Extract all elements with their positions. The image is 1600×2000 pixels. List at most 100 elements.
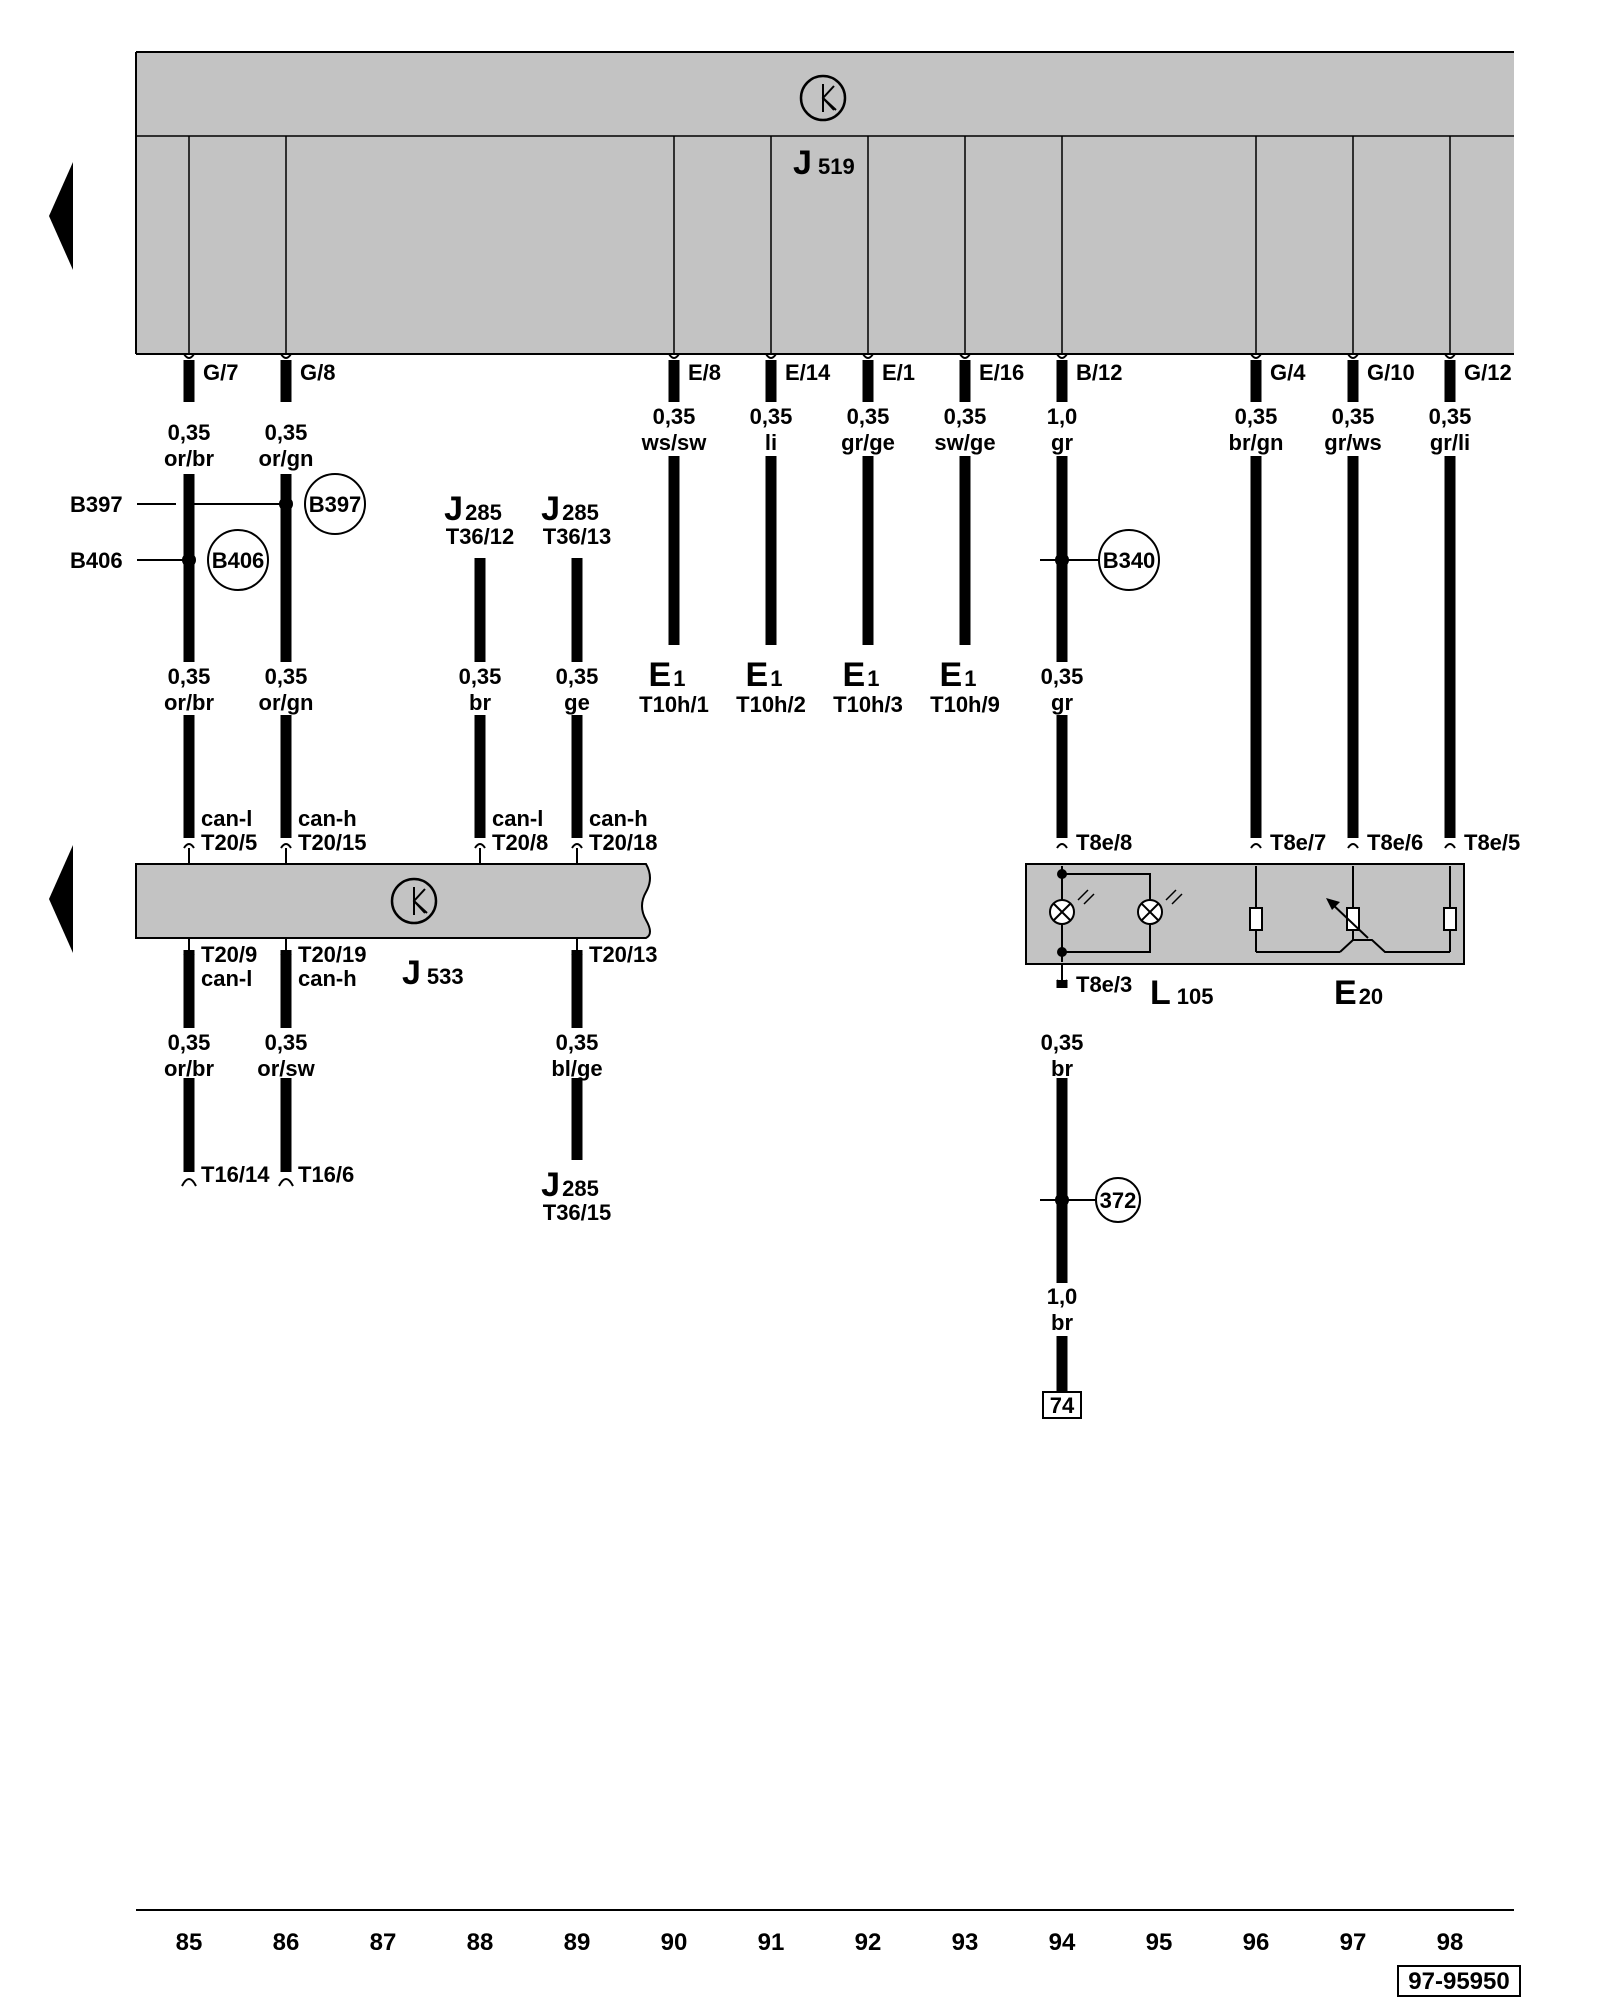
pin-label: G/12 bbox=[1464, 360, 1512, 385]
wire-size: 0,35 bbox=[847, 404, 890, 429]
pin-label: T20/18 bbox=[589, 830, 658, 855]
j519-connector-hooks bbox=[183, 353, 1456, 359]
wire-size: 0,35 bbox=[459, 664, 502, 689]
wire-color: or/br bbox=[164, 446, 215, 471]
column-number: 92 bbox=[855, 1929, 882, 1956]
splice-label-left: B406 bbox=[70, 548, 123, 573]
wire-color: li bbox=[765, 430, 777, 455]
column-number: 94 bbox=[1049, 1929, 1076, 1956]
splice-circle-label: B397 bbox=[309, 492, 362, 517]
pin-label: G/10 bbox=[1367, 360, 1415, 385]
column-number: 86 bbox=[273, 1929, 300, 1956]
pin-label: E/16 bbox=[979, 360, 1024, 385]
t16-pin-labels: T16/14 T16/6 bbox=[201, 1162, 354, 1187]
signal-label: can-l bbox=[201, 806, 252, 831]
wire-size: 0,35 bbox=[653, 404, 696, 429]
j533-top-pins: can-l T20/5 can-h T20/15 can-l T20/8 can… bbox=[201, 806, 658, 855]
pin-label: T20/15 bbox=[298, 830, 367, 855]
column-number: 87 bbox=[370, 1929, 397, 1956]
resistor-icon bbox=[1249, 907, 1263, 931]
pin-label: T20/13 bbox=[589, 942, 658, 967]
t16-connector bbox=[181, 1178, 294, 1187]
signal-label: can-l bbox=[492, 806, 543, 831]
j285-letter: J285 bbox=[541, 1166, 599, 1204]
pin-label: T20/5 bbox=[201, 830, 257, 855]
wire-size: 0,35 bbox=[1041, 1030, 1084, 1055]
column-number: 90 bbox=[661, 1929, 688, 1956]
column-number: 91 bbox=[758, 1929, 785, 1956]
l105-e20-unit bbox=[1025, 863, 1465, 965]
wire-color: or/br bbox=[164, 690, 215, 715]
ground-label: 372 bbox=[1100, 1188, 1137, 1213]
wire-color: br bbox=[1051, 1310, 1073, 1335]
column-number: 96 bbox=[1243, 1929, 1270, 1956]
wire-color: ws/sw bbox=[641, 430, 708, 455]
l105-bottom-connector bbox=[1056, 964, 1068, 988]
column-number: 88 bbox=[467, 1929, 494, 1956]
wire-color: gr/li bbox=[1430, 430, 1470, 455]
splice-b406: B406 B406 bbox=[70, 529, 269, 591]
pin-label: E/8 bbox=[688, 360, 721, 385]
column-number: 97 bbox=[1340, 1929, 1367, 1956]
lamp-icon bbox=[1137, 889, 1183, 925]
wire-specs-top: 0,35 or/br 0,35 or/gn 0,35 ws/sw 0,35 li… bbox=[164, 404, 1471, 471]
wire-color: ge bbox=[564, 690, 590, 715]
j285-pin: T36/15 bbox=[543, 1200, 612, 1225]
wire-size: 0,35 bbox=[556, 664, 599, 689]
j519-label: J bbox=[793, 144, 812, 182]
wire-size: 1,0 bbox=[1047, 404, 1078, 429]
e1-pin: T10h/2 bbox=[736, 692, 806, 717]
wire-size: 0,35 bbox=[265, 420, 308, 445]
continuation-arrow-upper[interactable] bbox=[49, 162, 73, 270]
e1-ref: E1 bbox=[649, 656, 686, 694]
splice-circle-label: B406 bbox=[212, 548, 265, 573]
e1-pin: T10h/9 bbox=[930, 692, 1000, 717]
wire-specs-low: 0,35 or/br 0,35 or/sw 0,35 bl/ge 0,35 br bbox=[164, 1030, 1083, 1081]
j285-pin: T36/12 bbox=[446, 524, 515, 549]
pin-label: T16/14 bbox=[201, 1162, 270, 1187]
electronic-module-icon bbox=[799, 74, 847, 122]
document-id: 97-95950 bbox=[1408, 1968, 1509, 1995]
signal-label: can-h bbox=[589, 806, 648, 831]
wire-color: br bbox=[1051, 1056, 1073, 1081]
wire-color: br/gn bbox=[1229, 430, 1284, 455]
wire-size: 0,35 bbox=[944, 404, 987, 429]
e1-refs: E1 T10h/1 E1 T10h/2 E1 T10h/3 E1 T10h/9 bbox=[639, 656, 1000, 717]
resistor-icon bbox=[1443, 907, 1457, 931]
column-number: 95 bbox=[1146, 1929, 1173, 1956]
wire-color: gr/ge bbox=[841, 430, 895, 455]
lamp-icon bbox=[1049, 889, 1095, 925]
e1-ref: E1 bbox=[746, 656, 783, 694]
pin-label: T20/19 bbox=[298, 942, 367, 967]
wire-color: or/gn bbox=[259, 446, 314, 471]
e1-ref: E1 bbox=[843, 656, 880, 694]
column-number: 89 bbox=[564, 1929, 591, 1956]
wire-size: 1,0 bbox=[1047, 1284, 1078, 1309]
wire-size: 0,35 bbox=[1235, 404, 1278, 429]
ground-ref-label: 74 bbox=[1050, 1393, 1075, 1418]
pin-label: T8e/6 bbox=[1367, 830, 1423, 855]
pin-label: T8e/7 bbox=[1270, 830, 1326, 855]
connector-caps-top bbox=[183, 843, 1456, 864]
wire-color: or/br bbox=[164, 1056, 215, 1081]
pin-label: T20/8 bbox=[492, 830, 548, 855]
t8e-pin-labels: T8e/8 T8e/7 T8e/6 T8e/5 T8e/3 bbox=[1076, 830, 1520, 997]
continuation-arrow-lower[interactable] bbox=[49, 845, 73, 953]
pin-label: T20/9 bbox=[201, 942, 257, 967]
j519-label-number: 519 bbox=[818, 154, 855, 179]
signal-label: can-h bbox=[298, 806, 357, 831]
j285-letter: J285 bbox=[541, 490, 599, 528]
e1-pin: T10h/1 bbox=[639, 692, 709, 717]
wire-color: gr bbox=[1051, 430, 1073, 455]
pin-label: T16/6 bbox=[298, 1162, 354, 1187]
j519-pin-labels: G/7 G/8 E/8 E/14 E/1 E/16 B/12 G/4 G/10 … bbox=[203, 360, 1512, 385]
e1-pin: T10h/3 bbox=[833, 692, 903, 717]
wire-size: 0,35 bbox=[1332, 404, 1375, 429]
pin-label: T8e/5 bbox=[1464, 830, 1520, 855]
ground-reference-74[interactable]: 74 bbox=[1042, 1391, 1082, 1419]
wire-size: 0,35 bbox=[1041, 664, 1084, 689]
